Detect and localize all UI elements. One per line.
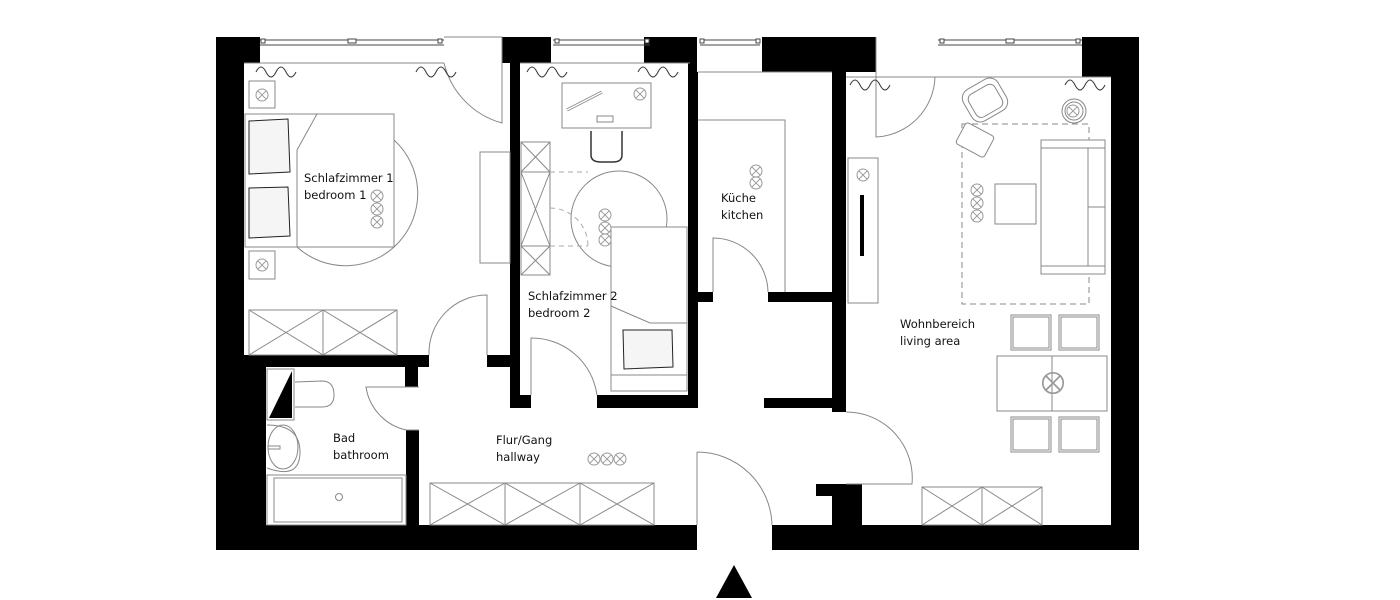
label-german: Wohnbereich — [900, 317, 976, 331]
toilet-tank — [266, 368, 295, 421]
label-english: bedroom 1 — [304, 188, 367, 202]
desk — [561, 82, 652, 129]
rug-circle — [296, 139, 419, 267]
label-german: Schlafzimmer 1 — [304, 171, 394, 185]
pillow — [622, 329, 674, 370]
room-label-living: Wohnbereich living area — [900, 316, 975, 350]
bedroom2-furniture — [520, 82, 688, 392]
bedroom1-furniture — [244, 80, 511, 356]
label-german: Bad — [333, 431, 356, 445]
walls — [216, 37, 1139, 550]
label-english: bedroom 2 — [528, 306, 591, 320]
room-label-bedroom1: Schlafzimmer 1 bedroom 1 — [304, 170, 394, 204]
pillow — [248, 186, 291, 239]
windows — [260, 37, 1082, 77]
room-label-bathroom: Bad bathroom — [333, 430, 389, 464]
sink — [266, 424, 301, 472]
label-english: hallway — [496, 450, 540, 464]
nightstand — [248, 250, 276, 280]
toilet — [294, 380, 335, 408]
sideboard — [479, 151, 511, 264]
side-table — [1061, 98, 1087, 124]
rug — [961, 123, 1090, 305]
pillow — [248, 118, 291, 175]
room-label-hallway: Flur/Gang hallway — [496, 432, 552, 466]
coffee-table — [994, 183, 1037, 225]
label-english: kitchen — [721, 208, 764, 222]
room-label-kitchen: Küche kitchen — [721, 190, 763, 224]
wardrobe — [520, 141, 551, 276]
label-german: Schlafzimmer 2 — [528, 289, 618, 303]
cabinet — [921, 486, 1043, 526]
double-bed — [244, 113, 395, 248]
armchair — [961, 77, 1009, 123]
label-english: living area — [900, 334, 961, 348]
kitchen-furniture — [698, 119, 786, 292]
room-label-bedroom2: Schlafzimmer 2 bedroom 2 — [528, 288, 618, 322]
tv-board — [847, 157, 879, 304]
label-german: Küche — [721, 191, 756, 205]
living-furniture — [847, 77, 1108, 526]
hallway-wardrobe — [429, 482, 655, 526]
label-english: bathroom — [333, 448, 389, 462]
footstool — [955, 122, 995, 158]
bathtub — [266, 474, 407, 526]
entrance-arrow-icon — [716, 565, 752, 598]
wardrobe — [248, 309, 398, 356]
chair — [1058, 416, 1100, 453]
chair — [1058, 314, 1100, 351]
nightstand — [248, 80, 276, 109]
bathroom-fixtures — [266, 368, 407, 526]
chair — [1010, 416, 1052, 453]
tv — [860, 195, 864, 256]
chair — [1010, 314, 1052, 351]
label-german: Flur/Gang — [496, 433, 553, 447]
